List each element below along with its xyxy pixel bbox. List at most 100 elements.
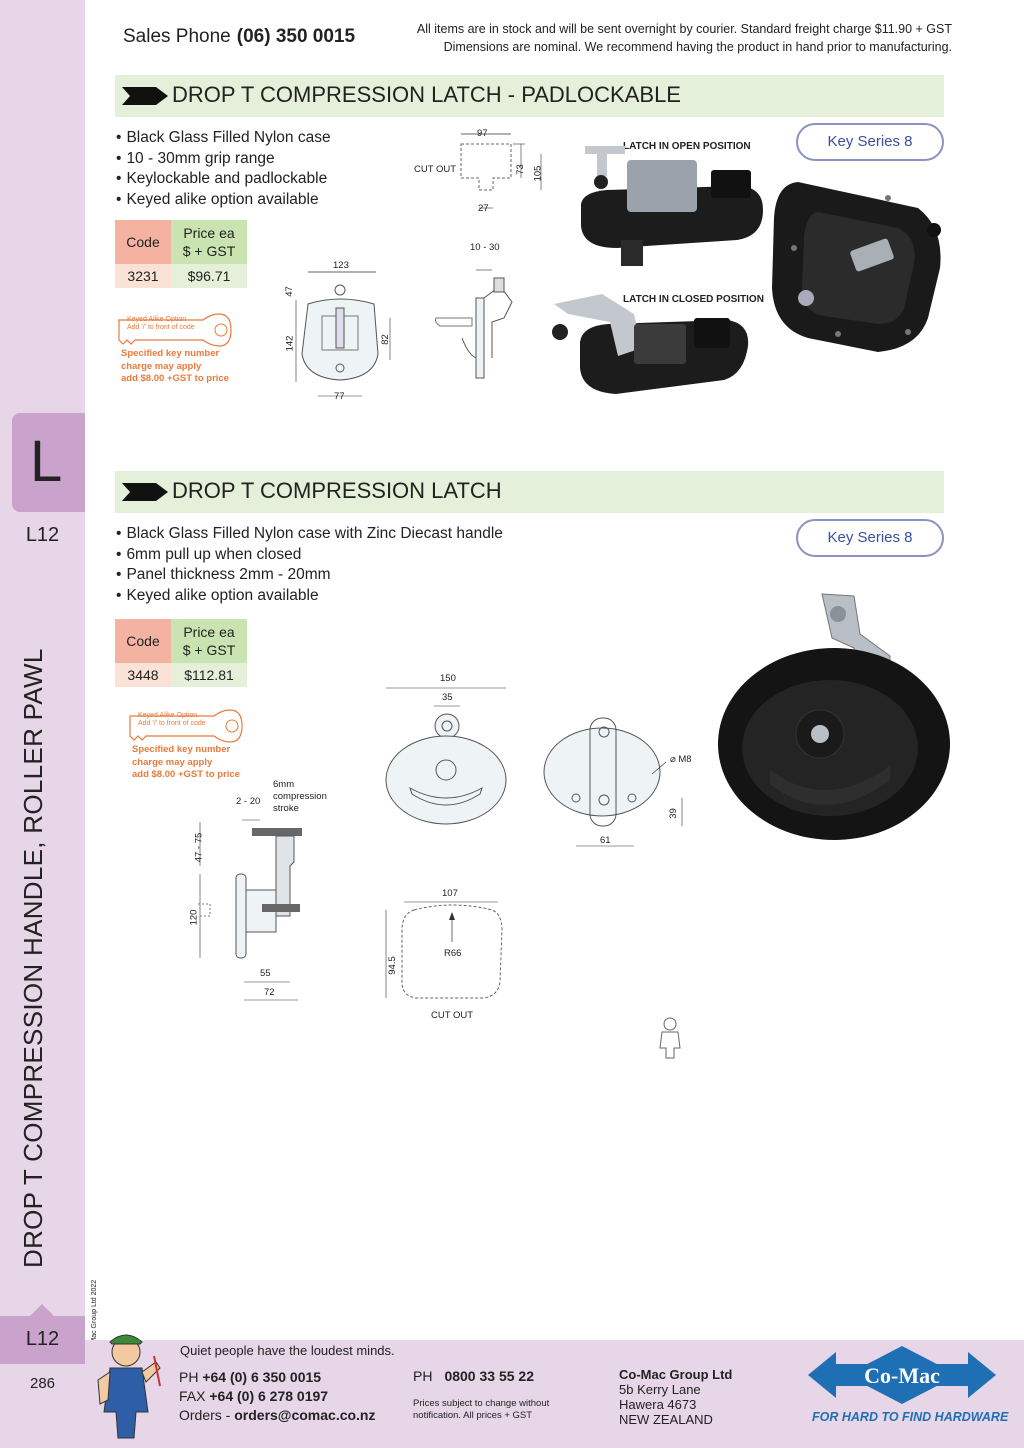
dim-label: 27 [478,203,489,214]
section-code-bottom: L12 [25,1328,60,1350]
arrow-icon [122,483,168,501]
dim-label: 105 [532,165,544,182]
dim-label: 82 [379,334,391,345]
address-line3: NEW ZEALAND [619,1412,713,1427]
section-letter-tab: L [12,413,85,512]
product-code: 3448 [115,663,171,687]
key-series-button[interactable]: Key Series 8 [796,123,944,161]
dim-label: R66 [444,948,462,959]
price-header-line1: Price ea [183,624,235,640]
keyed-note3: add $8.00 +GST to price [132,769,240,780]
stroke-note: 6mm compression stroke [273,779,327,815]
dim-label: 107 [442,888,458,899]
feature-item: Panel thickness 2mm - 20mm [116,565,503,586]
fax-value: +64 (0) 6 278 0197 [209,1388,329,1404]
sidebar [0,0,85,1448]
dim-label: 150 [440,673,456,684]
keyed-line1: Keyed Alike Option [138,712,198,719]
key-outline-icon [129,709,243,743]
comac-logo[interactable]: Co-Mac [808,1346,996,1404]
feature-item: Keyed alike option available [116,190,331,211]
vertical-section-title: DROP T COMPRESSION HANDLE, ROLLER PAWL [18,648,48,1268]
dim-label: 47 - 75 [193,832,205,863]
footer-fax: FAX +64 (0) 6 278 0197 [179,1387,376,1406]
company-name: Co-Mac Group Ltd [619,1367,733,1382]
shipping-notice: All items are in stock and will be sent … [417,20,952,56]
latch2-side-drawing [198,819,302,1001]
key-series-button[interactable]: Key Series 8 [796,519,944,557]
address-line1: 5b Kerry Lane [619,1382,701,1397]
latch2-cutout-drawing [385,901,503,999]
orders-label: Orders - [179,1407,231,1423]
section2-title: DROP T COMPRESSION LATCH [172,478,502,503]
sales-phone: Sales Phone(06) 350 0015 [123,26,355,48]
latch-front-drawing [295,271,391,397]
feature-item: Keyed alike option available [116,586,503,607]
feature-item: Black Glass Filled Nylon case [116,128,330,149]
price-note-line1: Prices subject to change without [413,1398,550,1409]
fax-label: FAX [179,1388,206,1404]
cutout-drawing [460,133,542,209]
stroke-note-line1: 6mm [273,779,295,790]
arrow-icon [122,87,168,105]
dim-label: 55 [260,968,271,979]
sales-label: Sales Phone [123,26,231,47]
dim-label: 47 [283,286,295,297]
stroke-note-line2: compression [273,791,327,802]
section1-features: Black Glass Filled Nylon case 10 - 30mm … [116,128,331,211]
address-line2: Hawera 4673 [619,1397,697,1412]
footer-orders: Orders - orders@comac.co.nz [179,1406,376,1425]
phone-label: PH [179,1369,199,1385]
price-header: Price ea $ + GST [171,619,247,663]
page-number: 286 [29,1375,56,1392]
keyed-line2: Add '/' to front of code [138,720,206,727]
footer-contact: PH +64 (0) 6 350 0015 FAX +64 (0) 6 278 … [179,1368,376,1425]
dim-label: 123 [333,260,349,271]
price-table: Code Price ea$ + GST 3448 $112.81 [115,619,247,687]
price-header-line2: $ + GST [182,243,236,259]
price-header: Price ea$ + GST [171,220,247,264]
mascot-illustration [97,1334,161,1439]
freephone-label: PH [413,1368,433,1384]
dim-label: 120 [188,909,200,926]
product-code: 3231 [115,264,171,288]
footer [85,1340,1024,1448]
stroke-note-line3: stroke [273,803,299,814]
sales-phone-number: (06) 350 0015 [236,26,356,47]
section1-title: DROP T COMPRESSION LATCH - PADLOCKABLE [172,82,681,107]
keyed-note2: charge may apply [121,360,202,372]
price-header-line2: $ + GST [182,642,236,658]
footer-price-note: Prices subject to change without notific… [413,1398,549,1422]
latch2-front-drawing [385,687,507,825]
latch-side-drawing [435,269,513,379]
orders-email-link[interactable]: orders@comac.co.nz [234,1407,376,1423]
padlockable-latch-photo [772,182,941,352]
dim-label: 61 [600,835,611,846]
dim-label: ⌀ M8 [670,754,692,765]
dim-label: 35 [442,692,453,703]
footer-address: Co-Mac Group Ltd 5b Kerry Lane Hawera 46… [619,1367,732,1427]
code-header: Code [115,220,171,264]
product-price: $112.81 [171,663,247,687]
phone-value: +64 (0) 6 350 0015 [202,1369,322,1385]
cutout-label: CUT OUT [414,164,457,175]
mascot-sketch-icon [659,1017,681,1059]
dim-label: 2 - 20 [236,796,261,807]
section-letter: L [30,429,63,494]
section2-title-bar: DROP T COMPRESSION LATCH [115,471,944,513]
price-table: Code Price ea$ + GST 3231 $96.71 [115,220,247,288]
keyed-note1: Specified key number [132,744,231,755]
keyed-note1: Specified key number [121,348,220,359]
bottom-code-tab [0,1304,85,1364]
keyed-note2: charge may apply [132,756,213,768]
compression-latch-photo [718,593,950,840]
feature-item: Black Glass Filled Nylon case with Zinc … [116,524,502,545]
latch-open-photo [581,146,763,266]
feature-item: 6mm pull up when closed [116,545,503,566]
dim-label: 142 [284,335,296,352]
